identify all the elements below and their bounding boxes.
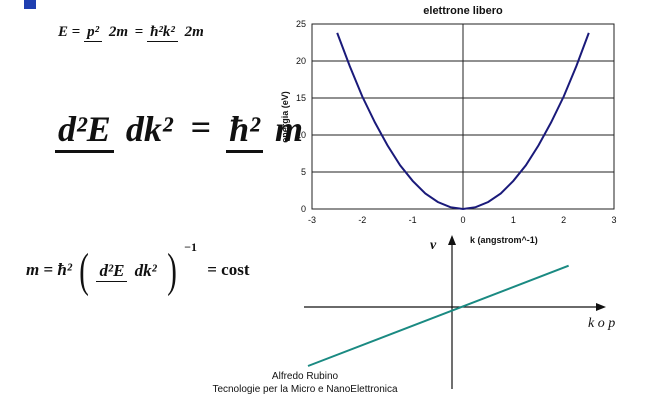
eq3-lhs: m <box>26 260 40 279</box>
kinetic-energy-equation: E = p² 2m = ħ²k² 2m <box>58 24 207 42</box>
eq2-den1: dk² <box>125 109 173 150</box>
eq3-right-paren: ) <box>167 244 177 298</box>
eq2-equals: = <box>190 107 212 147</box>
chart-ticks: 0 5 10 15 20 25 -3 -2 -1 0 1 2 3 <box>296 19 617 225</box>
eq1-equals: = <box>71 24 81 41</box>
velocity-line <box>307 264 569 367</box>
corner-marker <box>24 0 36 9</box>
eq1-den1: 2m <box>108 24 128 40</box>
v-axis-label: v <box>430 238 437 253</box>
x-tick-label: 0 <box>460 215 465 225</box>
eq3-equals-2: = <box>207 260 217 279</box>
eq3-exponent: −1 <box>184 240 197 254</box>
eq3-num: d²E <box>96 261 128 282</box>
y-tick-label: 0 <box>301 204 306 214</box>
eq1-num1: p² <box>84 24 103 42</box>
eq1-fraction-2: ħ²k² 2m <box>147 24 207 42</box>
kop-axis-label: k o p <box>588 316 615 331</box>
chart-grid <box>311 23 615 210</box>
eq2-fraction-1: d²E dk² <box>55 108 176 154</box>
eq1-fraction-1: p² 2m <box>84 24 131 42</box>
eq3-rhs: cost <box>221 260 250 279</box>
y-tick-label: 10 <box>296 130 306 140</box>
kop-axis-arrow <box>596 303 606 311</box>
y-tick-label: 25 <box>296 19 306 29</box>
x-tick-label: -2 <box>358 215 366 225</box>
author-name: Alfredo Rubino <box>271 371 339 382</box>
x-tick-label: -1 <box>409 215 417 225</box>
eq3-den: dk² <box>134 260 157 280</box>
second-derivative-equation: d²E dk² = ħ² m <box>55 106 306 154</box>
y-tick-label: 5 <box>301 167 306 177</box>
eq2-num1: d²E <box>55 108 114 154</box>
x-tick-label: 3 <box>611 215 616 225</box>
eq2-fraction-2: ħ² m <box>226 108 306 154</box>
course-title: Tecnologie per la Micro e NanoElettronic… <box>212 384 398 395</box>
x-axis-label: k (angstrom^-1) <box>470 235 538 245</box>
eq3-hbar: ħ² <box>57 260 72 279</box>
x-tick-label: 2 <box>561 215 566 225</box>
eq3-fraction: d²E dk² <box>96 261 159 282</box>
y-tick-label: 15 <box>296 93 306 103</box>
eq2-num2: ħ² <box>226 108 263 154</box>
eq1-den2: 2m <box>184 24 204 40</box>
effective-mass-equation: m = ħ² ( d²E dk² ) −1 = cost <box>26 240 250 295</box>
eq3-equals: = <box>43 260 54 279</box>
chart-title: elettrone libero <box>423 5 503 17</box>
eq1-num2: ħ²k² <box>147 24 178 42</box>
y-axis-label: energia (eV) <box>280 91 290 143</box>
v-axis-arrow <box>448 235 456 245</box>
eq2-den2: m <box>274 109 303 150</box>
eq1-lhs: E <box>58 24 69 41</box>
eq1-equals-2: = <box>134 24 144 41</box>
y-tick-label: 20 <box>296 56 306 66</box>
eq3-left-paren: ( <box>79 244 90 298</box>
x-tick-label: -3 <box>308 215 316 225</box>
x-tick-label: 1 <box>511 215 516 225</box>
energy-curve <box>336 32 590 211</box>
